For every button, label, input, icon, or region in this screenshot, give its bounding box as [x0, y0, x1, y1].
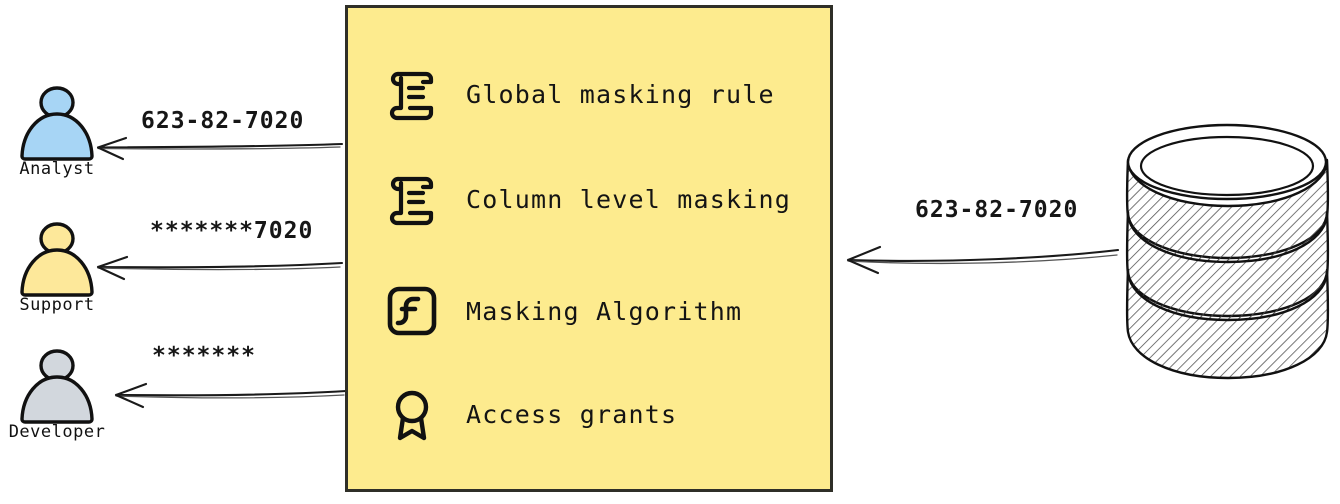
scroll-icon — [389, 71, 434, 121]
actor-label: Developer — [8, 422, 106, 442]
arrow-panel-to-support — [96, 255, 344, 281]
arrow-panel-to-developer — [114, 382, 348, 409]
person-icon — [20, 86, 94, 161]
panel-item-label: Access grants — [466, 399, 678, 429]
panel-item-label: Masking Algorithm — [466, 296, 743, 326]
panel-item-global-masking-rule[interactable]: Global masking rule — [384, 66, 775, 122]
panel-item-access-grants[interactable]: Access grants — [384, 386, 677, 442]
arrow-label-analyst: 623-82-7020 — [141, 108, 305, 134]
person-icon — [20, 349, 94, 424]
arrow-panel-to-analyst — [96, 136, 344, 161]
arrow-label-support: *******7020 — [150, 218, 314, 244]
panel-item-masking-algorithm[interactable]: Masking Algorithm — [384, 283, 742, 339]
arrow-label-source: 623-82-7020 — [915, 197, 1079, 223]
masking-policy-panel: Global masking rule Column level masking… — [345, 5, 833, 492]
scroll-icon — [389, 176, 434, 226]
database-icon — [1125, 123, 1330, 380]
panel-item-label: Column level masking — [466, 184, 792, 214]
actor-label: Support — [19, 295, 95, 315]
panel-item-column-level-masking[interactable]: Column level masking — [384, 171, 791, 227]
actor-label: Analyst — [19, 159, 95, 179]
actor-analyst: Analyst — [2, 78, 112, 179]
panel-item-label: Global masking rule — [466, 79, 775, 109]
arrow-label-developer: ******* — [152, 343, 256, 369]
function-box-icon — [387, 286, 437, 336]
person-icon — [20, 222, 94, 297]
actor-support: Support — [2, 214, 112, 315]
arrow-database-to-panel — [846, 245, 1120, 275]
actor-developer: Developer — [2, 341, 112, 442]
award-ribbon-icon — [395, 390, 429, 441]
